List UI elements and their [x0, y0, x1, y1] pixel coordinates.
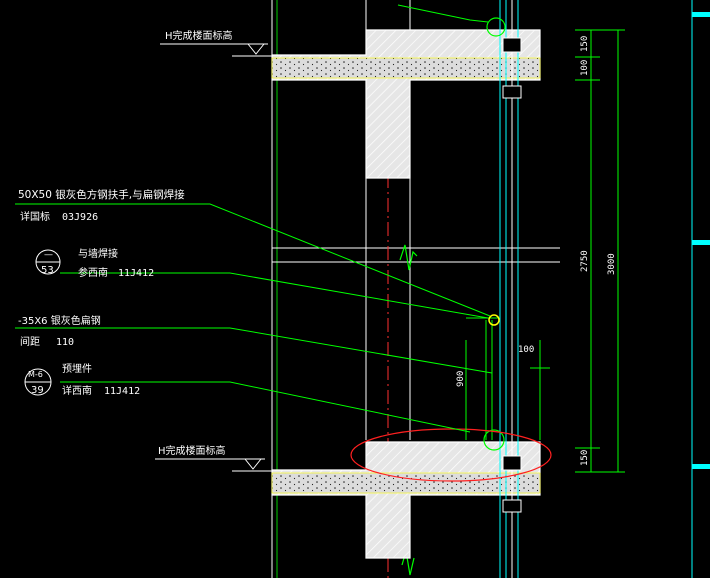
level-label-bottom: H完成楼面标高	[158, 444, 226, 457]
anchor-detail-bottom	[483, 429, 505, 451]
level-mark-bottom	[155, 458, 272, 472]
handrail-section-marker	[488, 314, 500, 326]
callout-53-bottom: 53	[41, 265, 54, 276]
dim-900: 900	[456, 371, 466, 387]
dimension-lines	[465, 29, 625, 473]
callout-53-top: —	[44, 250, 53, 260]
leader-lines	[15, 4, 493, 433]
highlight-ellipse	[350, 428, 552, 482]
level-mark-top	[160, 43, 272, 57]
note2-ref-label: 参西南	[78, 266, 108, 279]
level-label-top: H完成楼面标高	[165, 29, 233, 42]
bottom-slab-beam	[271, 441, 541, 559]
note1-ref-code: 03J926	[62, 212, 98, 223]
note3-spacing-value: 110	[56, 337, 74, 348]
anchor-detail-top	[486, 17, 506, 37]
callout-53	[35, 249, 61, 275]
railing	[466, 317, 498, 440]
dim-bottom-150: 150	[580, 450, 590, 466]
note4-text: 预埋件	[62, 363, 92, 375]
frame-border	[691, 0, 710, 578]
callout-39-bottom: 39	[31, 385, 44, 396]
dim-top-150: 150	[580, 36, 590, 52]
note1-spec: 50X50 银灰色方钢扶手,与扁钢焊接	[18, 188, 185, 201]
note2-ref-code: 11J412	[118, 268, 154, 279]
callout-m6-top: M-6	[28, 370, 43, 379]
note3-spec: -35X6 银灰色扁钢	[18, 314, 101, 327]
top-slab-beam	[271, 29, 541, 179]
note2-text: 与墙焊接	[78, 247, 118, 260]
note4-ref-label: 详西南	[62, 384, 92, 397]
note1-ref-label: 详国标	[20, 210, 50, 223]
note4-ref-code: 11J412	[104, 386, 140, 397]
dim-2750: 2750	[580, 250, 590, 272]
window-frame-profiles	[502, 37, 522, 513]
callout-m6-39	[24, 368, 52, 396]
break-line-mark	[399, 244, 418, 271]
dim-100: 100	[518, 345, 534, 355]
dim-3000: 3000	[607, 253, 617, 275]
note3-spacing-label: 间距	[20, 335, 40, 348]
dim-top-100: 100	[580, 60, 590, 76]
